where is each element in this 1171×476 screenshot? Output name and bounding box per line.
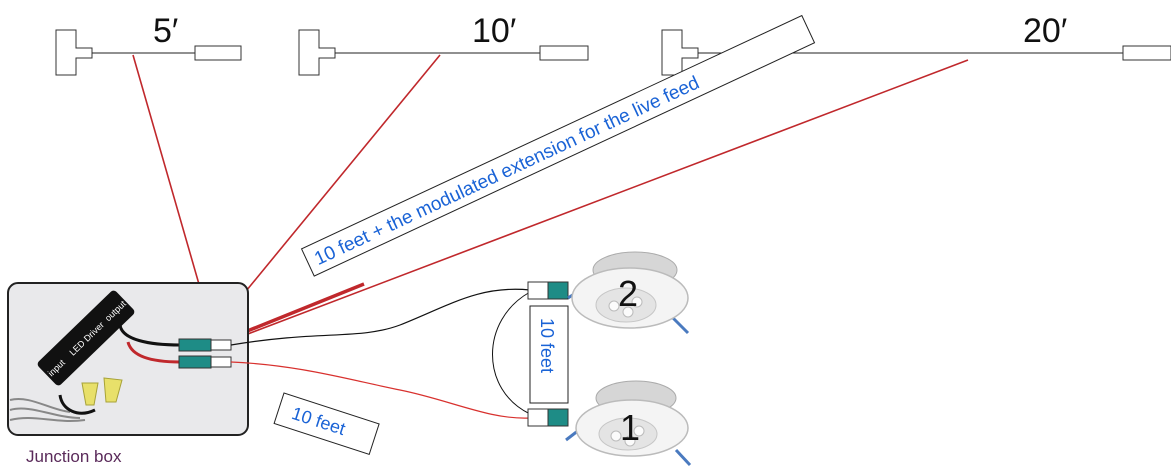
led-driver: LED Driver output input: [37, 290, 135, 386]
cable-length-label: 5′: [153, 12, 178, 50]
led-chip: [610, 430, 622, 442]
connector-teal: [178, 338, 212, 352]
driver-output-black-wire: [118, 324, 181, 347]
cable-length-label: 10′: [472, 12, 516, 50]
led-driver-body: [37, 290, 135, 386]
pointer-line-10ft: [213, 54, 441, 331]
connector-teal: [178, 355, 212, 369]
recessed-light-2: 2: [527, 251, 690, 335]
led-chip: [608, 300, 620, 312]
pointer-line-thick: [229, 282, 365, 340]
junction-box-enclosure: [7, 282, 249, 436]
label-frame: [300, 14, 816, 277]
lower-link-label-box: 10 feet: [273, 392, 380, 455]
light-lens: [598, 417, 658, 451]
led-chip: [624, 435, 636, 447]
light-number: 2: [618, 273, 638, 314]
cable-socket-icon: [1122, 45, 1171, 61]
vertical-link-label-box: 10 feet: [529, 305, 569, 404]
light-lens: [595, 287, 657, 323]
vertical-link-label: 10 feet: [537, 318, 557, 373]
connector-white: [210, 339, 232, 351]
cable-20ft: 20′: [661, 12, 1171, 76]
led-chip: [622, 306, 634, 318]
red-wire-to-light-1: [230, 361, 531, 419]
label-frame: [273, 392, 380, 455]
junction-box: LED Driver output input: [7, 282, 249, 436]
cable-plug-icon: [298, 29, 336, 76]
light-number: 1: [620, 407, 640, 448]
led-chip: [631, 296, 643, 308]
cable-length-label: 20′: [1023, 12, 1067, 50]
driver-output-red-wire: [126, 341, 181, 364]
light-connector-white: [527, 281, 549, 300]
junction-box-label: Junction box: [26, 447, 122, 466]
cable-10ft: 10′: [298, 12, 589, 76]
wire-nut-icon: [103, 377, 123, 403]
black-wire-to-light-2: [230, 288, 531, 346]
pointer-line-20ft: [231, 59, 969, 341]
cable-socket-icon: [539, 45, 589, 61]
cable-5ft: 5′: [55, 12, 242, 76]
light-connector-teal: [547, 281, 569, 300]
connector-white: [210, 356, 232, 368]
light-connector-teal: [547, 408, 569, 427]
input-wire: [58, 394, 96, 415]
cable-plug-icon: [55, 29, 93, 76]
wire-nut-icon: [81, 382, 99, 406]
light-connector-white: [527, 408, 549, 427]
led-chip: [633, 425, 645, 437]
recessed-light-1: 1: [527, 380, 692, 467]
pointer-lines: [132, 54, 969, 341]
cable-socket-icon: [194, 45, 242, 61]
cable-plug-icon: [661, 29, 699, 76]
label-frame: [529, 305, 569, 404]
light-link-wire: [492, 291, 531, 415]
pointer-line-5ft: [132, 54, 208, 313]
house-wires: [9, 398, 86, 422]
live-feed-label: 10 feet + the modulated extension for th…: [311, 73, 702, 270]
light-clip: [674, 448, 692, 467]
